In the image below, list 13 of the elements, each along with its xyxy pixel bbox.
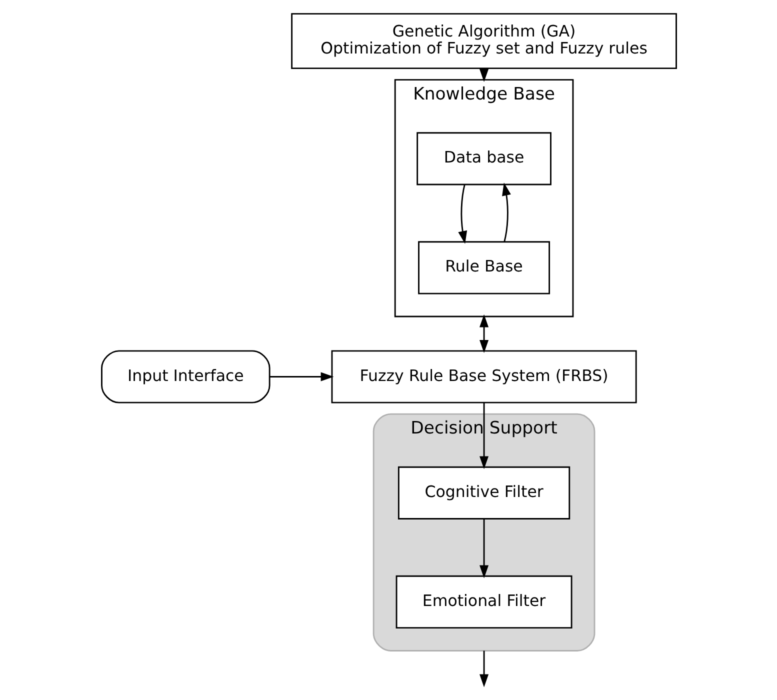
arrow	[479, 314, 488, 353]
arrow	[458, 184, 467, 244]
node-box: Emotional Filter	[395, 575, 572, 628]
node-box: Rule Base	[418, 241, 550, 294]
node-box: Input Interface	[100, 350, 270, 404]
arrow	[479, 650, 488, 688]
arrow	[502, 182, 510, 242]
node-box: Cognitive Filter	[397, 466, 570, 520]
arrow	[479, 518, 488, 578]
arrow	[479, 402, 488, 470]
node-box: Data base	[416, 132, 551, 186]
node-box: Fuzzy Rule Base System (FRBS)	[330, 350, 636, 404]
arrow	[269, 372, 334, 382]
